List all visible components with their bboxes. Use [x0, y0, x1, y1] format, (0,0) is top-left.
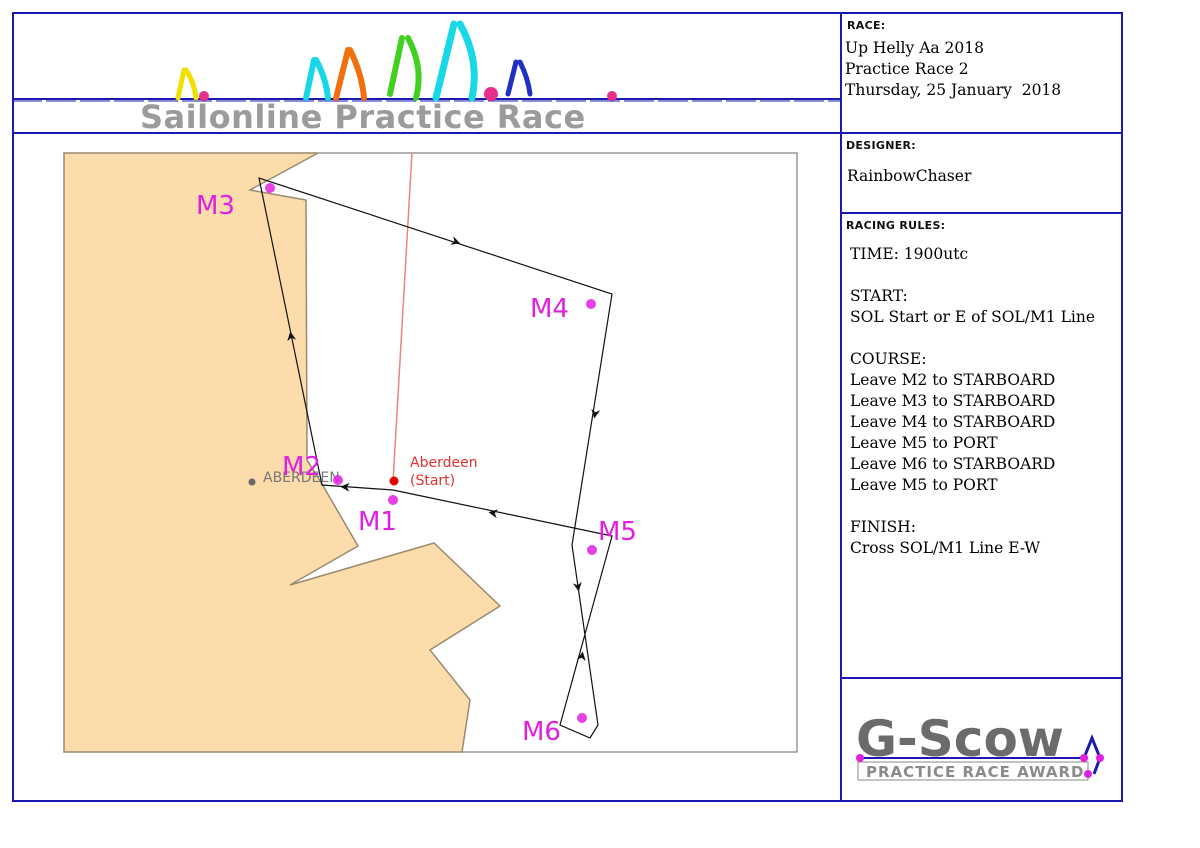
mark-m6	[577, 713, 587, 723]
rules-time: TIME: 1900utc	[850, 245, 969, 263]
logo-buoy-icon	[856, 754, 864, 762]
gscow-logo: G-Scow PRACTICE RACE AWARD	[856, 710, 1104, 781]
mark-m1	[388, 495, 398, 505]
mark-label-m2: M2	[282, 452, 321, 482]
rules-course-line: Leave M6 to STARBOARD	[850, 455, 1056, 473]
rules-course-line: Leave M5 to PORT	[850, 434, 998, 452]
rules-finish-heading: FINISH:	[850, 518, 916, 536]
banner-graphic	[12, 20, 842, 102]
rules-start-heading: START:	[850, 287, 908, 305]
rules-course-line: Leave M4 to STARBOARD	[850, 413, 1056, 431]
rules-course-line: Leave M2 to STARBOARD	[850, 371, 1056, 389]
mark-m2	[333, 475, 343, 485]
logo-buoy-icon	[1096, 754, 1104, 762]
race-subtitle: Practice Race 2	[845, 60, 969, 78]
designer-label: DESIGNER:	[846, 139, 916, 152]
banner-title: Sailonline Practice Race	[140, 98, 586, 136]
logo-buoy-icon	[1084, 770, 1092, 778]
race-label: RACE:	[847, 19, 886, 32]
town-dot	[248, 478, 256, 486]
race-date: Thursday, 25 January 2018	[845, 81, 1062, 99]
rules-divider	[840, 677, 1123, 679]
start-point	[389, 476, 399, 486]
logo-subtitle: PRACTICE RACE AWARD	[866, 763, 1085, 781]
mark-label-m1: M1	[358, 507, 397, 537]
mark-m4	[586, 299, 596, 309]
course-line	[258, 177, 613, 739]
sail-yellow-icon	[175, 67, 199, 101]
race-divider	[840, 132, 1123, 134]
start-line	[392, 152, 413, 483]
buoy-icon	[484, 87, 498, 101]
map-land	[63, 152, 502, 753]
mark-label-m3: M3	[196, 191, 235, 221]
course-map: ABERDEEN Aberdeen (Start) M1 M2 M3 M4 M5…	[63, 152, 798, 753]
town-label: ABERDEEN	[263, 470, 340, 486]
mark-m5	[587, 545, 597, 555]
sidebar-divider	[840, 12, 842, 802]
mark-label-m4: M4	[530, 294, 569, 324]
rules-course-heading: COURSE:	[850, 350, 927, 368]
buoy-icon	[199, 91, 209, 101]
rules-course-line: Leave M3 to STARBOARD	[850, 392, 1056, 410]
buoy-icon	[607, 91, 617, 101]
logo-buoy-icon	[1080, 754, 1088, 762]
sail-blue-icon	[505, 59, 533, 97]
sail-cyan-large-icon	[432, 20, 478, 102]
sail-orange-icon	[333, 47, 367, 101]
logo-course-icon	[1082, 733, 1102, 775]
rules-start-text: SOL Start or E of SOL/M1 Line	[850, 308, 1096, 326]
mark-label-m5: M5	[598, 517, 637, 547]
rules-finish-text: Cross SOL/M1 Line E-W	[850, 539, 1041, 557]
designer-divider	[840, 212, 1123, 214]
banner-divider	[12, 132, 842, 134]
rules-label: RACING RULES:	[846, 219, 946, 232]
sail-cyan-icon	[303, 57, 331, 101]
mark-m3	[265, 183, 275, 193]
poster-frame	[12, 12, 1123, 802]
race-name: Up Helly Aa 2018	[845, 39, 985, 57]
logo-title: G-Scow	[856, 710, 1064, 768]
start-label-sub: (Start)	[410, 473, 455, 489]
start-label: Aberdeen	[410, 455, 478, 471]
sail-green-icon	[387, 35, 422, 101]
designer-name: RainbowChaser	[847, 167, 972, 185]
mark-label-m6: M6	[522, 717, 561, 747]
rules-course-line: Leave M5 to PORT	[850, 476, 998, 494]
